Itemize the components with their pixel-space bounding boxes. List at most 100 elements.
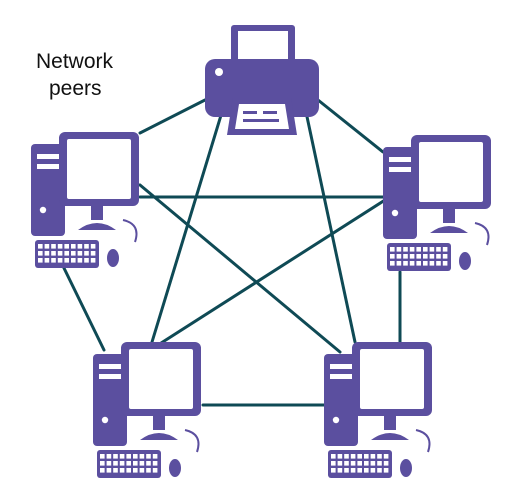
key bbox=[119, 461, 125, 466]
key bbox=[344, 454, 349, 459]
printer-icon bbox=[205, 25, 319, 135]
key bbox=[429, 247, 435, 252]
monitor-neck bbox=[384, 416, 396, 430]
drive-bay-2 bbox=[389, 167, 411, 172]
key bbox=[77, 258, 83, 263]
key bbox=[350, 468, 356, 473]
power-button bbox=[332, 416, 340, 424]
key bbox=[357, 468, 362, 473]
key bbox=[429, 254, 435, 259]
key bbox=[106, 468, 112, 473]
power-button bbox=[391, 209, 399, 217]
key bbox=[436, 247, 441, 252]
key bbox=[133, 461, 138, 466]
monitor-base bbox=[78, 223, 116, 230]
key bbox=[442, 261, 448, 266]
key bbox=[38, 251, 43, 256]
link-printer-to-pc-bottom-left bbox=[150, 110, 224, 344]
key bbox=[429, 261, 435, 266]
key bbox=[57, 244, 63, 249]
mouse-cable bbox=[415, 429, 431, 453]
drive-bay-2 bbox=[37, 164, 59, 169]
key bbox=[337, 468, 343, 473]
key bbox=[364, 454, 369, 459]
key bbox=[423, 261, 428, 266]
desktop-computer-icon bbox=[93, 342, 201, 478]
link-printer-to-pc-left bbox=[138, 98, 207, 135]
drive-bay-2 bbox=[99, 374, 121, 379]
title-line-2: peers bbox=[49, 77, 102, 100]
key bbox=[377, 468, 382, 473]
link-pc-left-to-pc-bottom-right bbox=[138, 183, 342, 354]
key bbox=[133, 454, 138, 459]
monitor-neck bbox=[153, 416, 165, 430]
key bbox=[126, 468, 131, 473]
key bbox=[350, 461, 356, 466]
key bbox=[106, 454, 112, 459]
key bbox=[344, 461, 349, 466]
key bbox=[113, 461, 118, 466]
monitor-screen bbox=[67, 139, 131, 199]
key bbox=[331, 468, 336, 473]
key bbox=[51, 244, 56, 249]
key bbox=[139, 454, 145, 459]
monitor-neck bbox=[91, 206, 103, 220]
power-button bbox=[101, 416, 109, 424]
key bbox=[152, 454, 158, 459]
key bbox=[409, 247, 415, 252]
key bbox=[403, 254, 408, 259]
key bbox=[383, 468, 389, 473]
drive-bay-1 bbox=[99, 364, 121, 369]
key bbox=[409, 261, 415, 266]
key bbox=[409, 254, 415, 259]
monitor-screen bbox=[360, 349, 424, 409]
key bbox=[106, 461, 112, 466]
key bbox=[139, 461, 145, 466]
link-pc-right-to-pc-bottom-left bbox=[156, 198, 387, 347]
key bbox=[390, 254, 395, 259]
key bbox=[90, 251, 96, 256]
key bbox=[331, 461, 336, 466]
key bbox=[370, 454, 376, 459]
key bbox=[44, 258, 50, 263]
key bbox=[416, 254, 421, 259]
key bbox=[57, 258, 63, 263]
key bbox=[44, 244, 50, 249]
page-line-1 bbox=[243, 111, 257, 114]
key bbox=[357, 461, 362, 466]
desktop-computer-icon bbox=[31, 132, 139, 268]
key bbox=[396, 261, 402, 266]
key bbox=[403, 247, 408, 252]
key bbox=[126, 454, 131, 459]
key bbox=[350, 454, 356, 459]
key bbox=[152, 461, 158, 466]
network-devices bbox=[31, 25, 491, 478]
key bbox=[44, 251, 50, 256]
key bbox=[84, 258, 89, 263]
network-links bbox=[60, 98, 402, 407]
key bbox=[90, 258, 96, 263]
key bbox=[396, 254, 402, 259]
drive-bay-1 bbox=[330, 364, 352, 369]
key bbox=[90, 244, 96, 249]
title-line-1: Network bbox=[36, 50, 114, 73]
key bbox=[64, 251, 69, 256]
monitor-neck bbox=[443, 209, 455, 223]
link-printer-to-pc-bottom-right bbox=[304, 110, 357, 344]
key bbox=[423, 247, 428, 252]
mouse-cable bbox=[184, 429, 200, 453]
key bbox=[377, 461, 382, 466]
monitor-base bbox=[371, 433, 409, 440]
key bbox=[370, 468, 376, 473]
mouse bbox=[459, 252, 471, 270]
key bbox=[357, 454, 362, 459]
key bbox=[383, 461, 389, 466]
key bbox=[442, 247, 448, 252]
mouse bbox=[400, 459, 412, 477]
key bbox=[146, 454, 151, 459]
drive-bay-2 bbox=[330, 374, 352, 379]
key bbox=[38, 244, 43, 249]
monitor-screen bbox=[129, 349, 193, 409]
key bbox=[403, 261, 408, 266]
